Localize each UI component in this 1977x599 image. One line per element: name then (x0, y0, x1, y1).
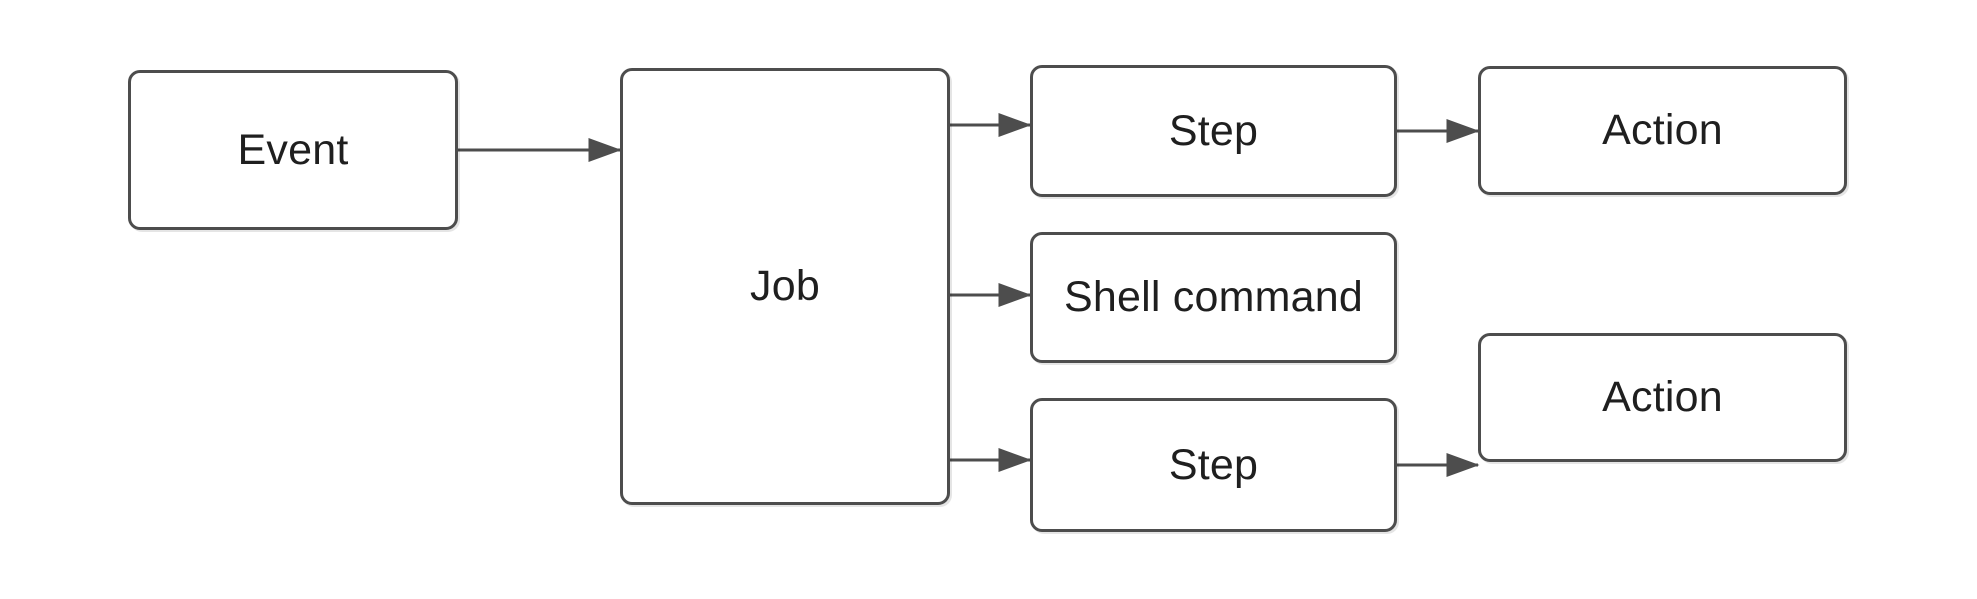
node-step-bottom[interactable]: Step (1030, 398, 1397, 532)
node-action-bottom-label: Action (1602, 373, 1723, 421)
node-step-bottom-label: Step (1168, 440, 1259, 489)
node-shell-command-label: Shell command (1064, 273, 1363, 321)
node-job-label: Job (750, 262, 820, 310)
node-action-top[interactable]: Action (1478, 66, 1847, 195)
node-job[interactable]: Job (620, 68, 950, 505)
node-event[interactable]: Event (128, 70, 458, 230)
node-shell-command[interactable]: Shell command (1030, 232, 1397, 363)
node-step-top[interactable]: Step (1030, 65, 1397, 197)
node-step-top-label: Step (1168, 106, 1259, 155)
node-action-bottom[interactable]: Action (1478, 333, 1847, 462)
node-event-label: Event (237, 125, 349, 174)
node-action-top-label: Action (1602, 106, 1723, 154)
